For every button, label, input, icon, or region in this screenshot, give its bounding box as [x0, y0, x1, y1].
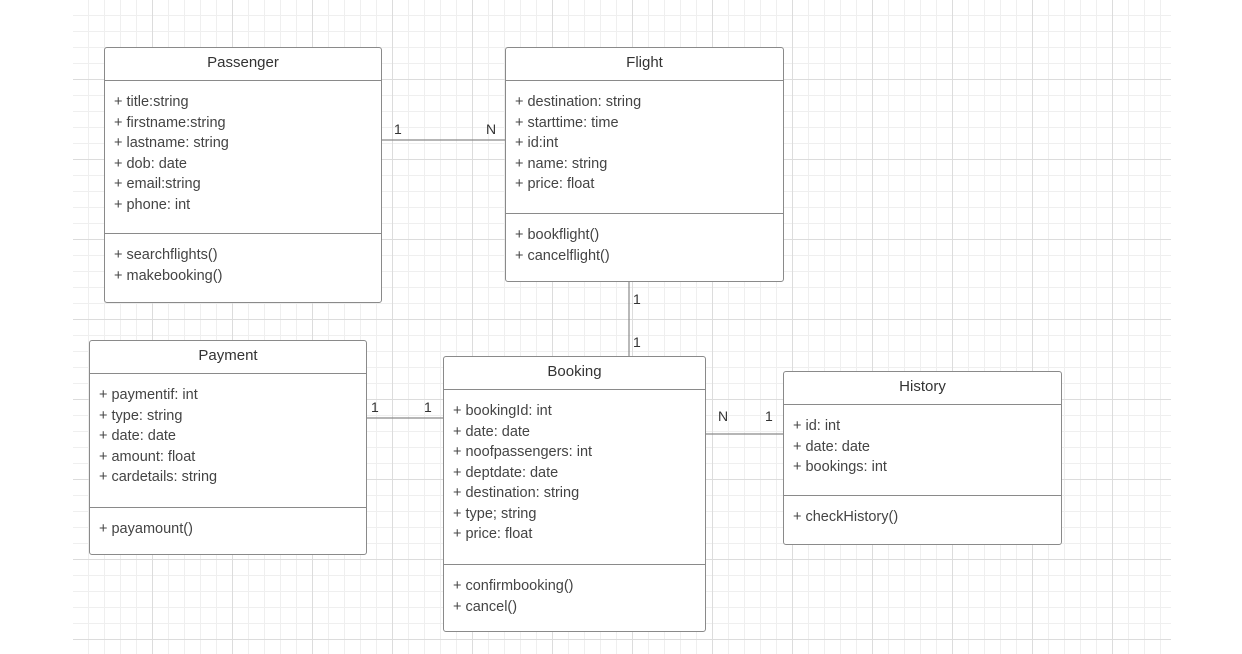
operation: + checkHistory() [793, 509, 899, 525]
class-payment[interactable]: Payment + paymentif: int + type: string … [89, 340, 367, 555]
attribute: + type; string [453, 505, 537, 522]
attribute: + paymentif: int [99, 387, 198, 403]
multiplicity-history: 1 [765, 408, 773, 424]
operation-section: + searchflights() + makebooking() [105, 234, 381, 286]
operation: + bookflight() [515, 227, 600, 243]
operation: + cancelflight() [515, 247, 610, 264]
attribute: + deptdate: date [453, 464, 559, 481]
attribute: + noofpassengers: int [453, 444, 593, 460]
attribute-section: + destination: string + starttime: time … [506, 81, 783, 214]
multiplicity-flight: N [486, 121, 497, 137]
operation: + confirmbooking() [453, 578, 574, 594]
operation: + makebooking() [114, 267, 223, 284]
class-name: Passenger [105, 48, 381, 81]
attribute: + date: date [793, 438, 870, 455]
attribute: + id:int [515, 135, 559, 151]
multiplicity-flight-bottom: 1 [633, 291, 641, 307]
attribute-section: + title:string + firstname:string + last… [105, 81, 381, 234]
attribute: + bookingId: int [453, 403, 552, 419]
multiplicity-booking-left: 1 [424, 399, 432, 415]
attribute: + date: date [99, 428, 176, 444]
class-name: Payment [90, 341, 366, 374]
attribute: + dob: date [114, 155, 187, 172]
operation-section: + checkHistory() [784, 496, 1061, 528]
attribute: + date: date [453, 423, 530, 440]
operation: + payamount() [99, 521, 193, 537]
attribute: + destination: string [453, 485, 580, 501]
attribute: + destination: string [515, 94, 642, 110]
multiplicity-booking-right: N [718, 408, 729, 424]
attribute: + cardetails: string [99, 469, 218, 485]
class-name: Flight [506, 48, 783, 81]
attribute-section: + id: int + date: date + bookings: int [784, 405, 1061, 496]
operation-section: + confirmbooking() + cancel() [444, 565, 705, 617]
class-history[interactable]: History + id: int + date: date + booking… [783, 371, 1062, 545]
attribute: + lastname: string [114, 135, 229, 151]
attribute: + bookings: int [793, 459, 887, 475]
operation: + searchflights() [114, 247, 218, 263]
attribute: + amount: float [99, 448, 196, 465]
multiplicity-passenger: 1 [394, 121, 402, 137]
attribute: + starttime: time [515, 114, 619, 131]
attribute: + title:string [114, 94, 189, 110]
class-name: Booking [444, 357, 705, 390]
class-name: History [784, 372, 1061, 405]
attribute: + price: float [515, 176, 595, 192]
attribute-section: + paymentif: int + type: string + date: … [90, 374, 366, 508]
attribute: + email:string [114, 176, 201, 192]
operation: + cancel() [453, 598, 518, 615]
operation-section: + payamount() [90, 508, 366, 540]
attribute: + type: string [99, 407, 183, 424]
attribute: + price: float [453, 526, 533, 542]
operation-section: + bookflight() + cancelflight() [506, 214, 783, 266]
class-flight[interactable]: Flight + destination: string + starttime… [505, 47, 784, 282]
class-booking[interactable]: Booking + bookingId: int + date: date + … [443, 356, 706, 632]
multiplicity-payment: 1 [371, 399, 379, 415]
multiplicity-booking-top: 1 [633, 334, 641, 350]
attribute: + firstname:string [114, 114, 226, 131]
attribute: + name: string [515, 155, 608, 172]
class-passenger[interactable]: Passenger + title:string + firstname:str… [104, 47, 382, 303]
attribute: + id: int [793, 418, 841, 434]
attribute-section: + bookingId: int + date: date + noofpass… [444, 390, 705, 565]
attribute: + phone: int [114, 196, 191, 213]
